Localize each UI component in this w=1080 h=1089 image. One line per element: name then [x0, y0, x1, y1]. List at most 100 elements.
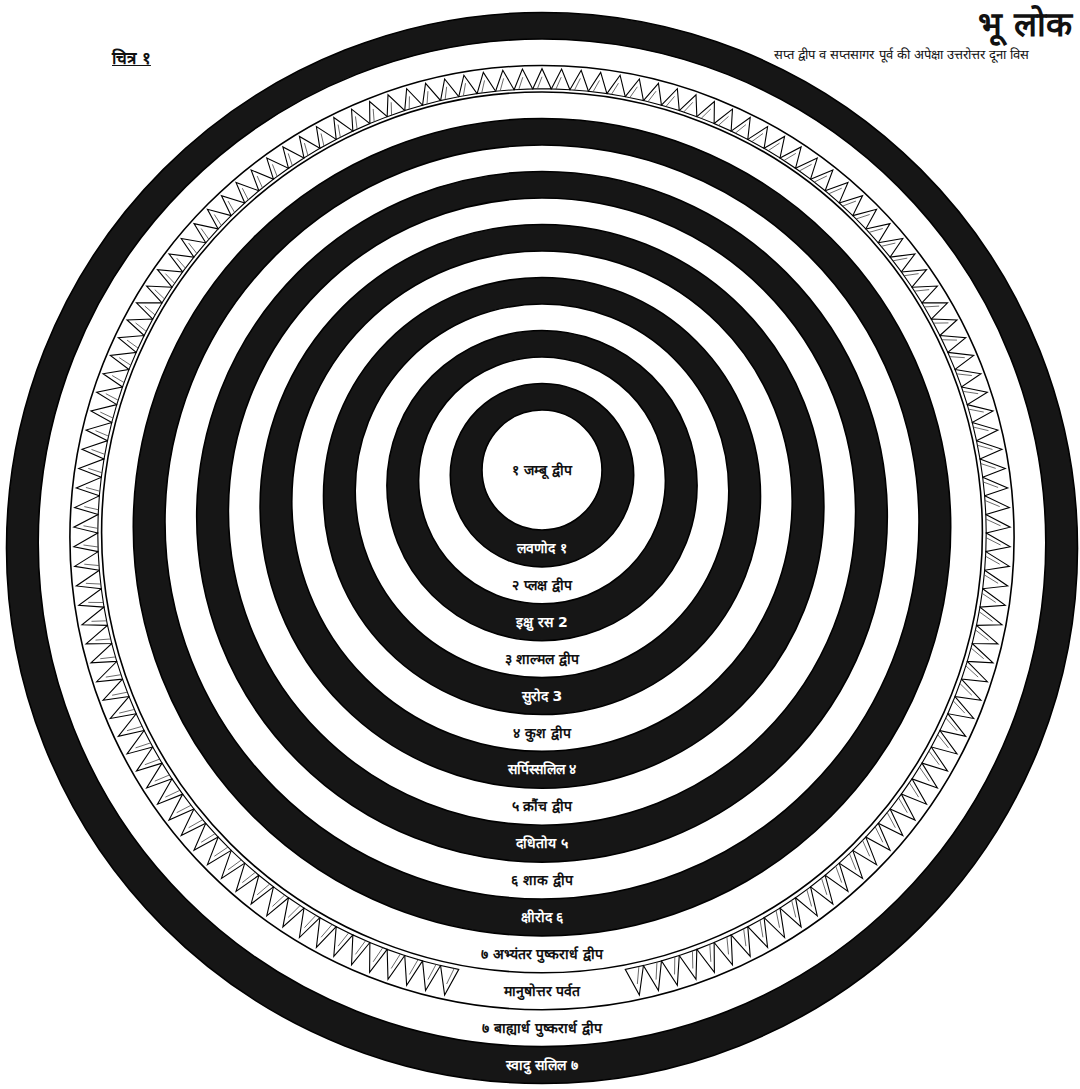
island-ring	[228, 198, 855, 825]
mountain-peak	[75, 552, 100, 571]
mountain-peak	[118, 714, 144, 737]
mountain-peak	[82, 441, 108, 459]
island-ring	[355, 304, 729, 678]
mountain-peak	[985, 496, 1010, 515]
band-label: ३ शाल्मल द्वीप	[502, 651, 583, 668]
mountain-peak	[334, 927, 353, 957]
mountain-hatch	[977, 445, 992, 449]
mountain-hatch	[373, 109, 374, 122]
band-label: स्वादु सलिल ७	[503, 1057, 581, 1074]
mountain-peak	[661, 89, 679, 111]
mountain-hatch	[985, 500, 1000, 506]
mountain-hatch	[710, 944, 711, 962]
mountain-hatch	[946, 718, 957, 731]
band-label: ७ बाह्यार्ध पुष्करार्ध द्वीप	[479, 1020, 605, 1037]
mountain-peak	[780, 898, 801, 927]
mountain-peak	[283, 898, 304, 927]
mountain-peak	[948, 352, 974, 369]
mountain-peak	[79, 589, 104, 607]
mountain-peak	[764, 136, 784, 158]
mountain-hatch	[950, 357, 965, 358]
mountain-hatch	[984, 575, 998, 584]
mountain-hatch	[304, 143, 308, 155]
band-label: ७ अभ्यंतर पुष्करार्ध द्वीप	[478, 946, 607, 963]
mountain-hatch	[112, 376, 124, 383]
mountain-hatch	[136, 323, 147, 331]
ocean-band: इक्षु रस 2	[513, 614, 571, 631]
mountain-band: मानुषोत्तर पर्वत	[501, 983, 584, 1000]
mountain-peak	[551, 69, 570, 90]
band-label: लवणोद १	[514, 540, 570, 557]
mountain-hatch	[391, 954, 400, 969]
mountain-hatch	[272, 895, 284, 906]
mountain-hatch	[718, 116, 728, 125]
mountain-hatch	[145, 759, 160, 765]
mountain-peak	[251, 170, 273, 191]
island-band: ७ अभ्यंतर पुष्करार्ध द्वीप	[478, 946, 607, 963]
mountain-hatch	[674, 957, 675, 975]
mountain-peak	[387, 949, 405, 979]
mountain-peak	[514, 69, 533, 90]
mountain-peak	[251, 875, 273, 904]
mountain-hatch	[981, 464, 996, 469]
mountain-peak	[948, 697, 974, 719]
mountain-peak	[423, 83, 441, 105]
mountain-peak	[267, 158, 289, 179]
ocean-ring	[387, 331, 697, 641]
mountain-peak	[370, 943, 388, 973]
mountain-hatch	[909, 783, 918, 797]
mountain-peak	[980, 459, 1005, 477]
band-label: सुरोद 3	[519, 688, 566, 705]
mountain-peak	[76, 570, 101, 589]
ocean-band: सुरोद 3	[519, 688, 566, 705]
island-band: १ जम्बू द्वीप	[509, 462, 575, 479]
mountain-hatch	[155, 775, 170, 781]
mountain-hatch	[83, 545, 98, 547]
mountain-hatch	[863, 840, 870, 856]
mountain-hatch	[869, 229, 883, 233]
mountain-hatch	[242, 872, 255, 882]
mountain-peak	[748, 918, 768, 948]
mountain-hatch	[792, 900, 796, 917]
mountain-hatch	[165, 790, 180, 797]
mountain-hatch	[189, 243, 197, 253]
mountain-hatch	[968, 409, 983, 412]
mountain-hatch	[843, 201, 856, 206]
mountain-hatch	[228, 860, 241, 870]
mountain-peak	[423, 961, 441, 991]
mountain-peak	[82, 607, 108, 625]
mountain-hatch	[957, 374, 972, 376]
mountain-hatch	[88, 468, 102, 472]
mountain-peak	[967, 643, 993, 662]
mountain-peak	[839, 196, 862, 216]
mountain-hatch	[119, 358, 131, 366]
mountain-peak	[976, 441, 1002, 459]
mountain-peak	[316, 127, 336, 149]
mountain-peak	[118, 336, 144, 353]
mountain-hatch	[304, 915, 315, 927]
mountain-hatch	[776, 910, 780, 927]
mountain-hatch	[177, 805, 191, 812]
ocean-band: दधितोय ५	[513, 835, 571, 852]
mountain-hatch	[986, 538, 1000, 545]
mountain-peak	[931, 319, 957, 335]
island-ring	[70, 65, 1014, 1009]
mountain-hatch	[242, 188, 248, 200]
ocean-ring	[324, 278, 761, 715]
mountain-peak	[625, 79, 643, 101]
ocean-ring	[133, 119, 950, 936]
title: भू लोक	[976, 0, 1074, 46]
mountain-peak	[127, 319, 153, 335]
mountain-hatch	[373, 948, 383, 962]
island-band: ३ शाल्मल द्वीप	[502, 651, 583, 668]
mountain-peak	[588, 72, 606, 93]
mountain-peak	[912, 763, 937, 788]
ocean-band: स्वादु सलिल ७	[503, 1057, 581, 1074]
mountain-peak	[86, 423, 112, 441]
mountain-peak	[961, 387, 987, 405]
mountain-hatch	[391, 102, 392, 115]
mountain-hatch	[822, 878, 827, 895]
mountain-hatch	[228, 201, 235, 212]
mountain-peak	[985, 552, 1010, 571]
mountain-hatch	[321, 134, 324, 147]
